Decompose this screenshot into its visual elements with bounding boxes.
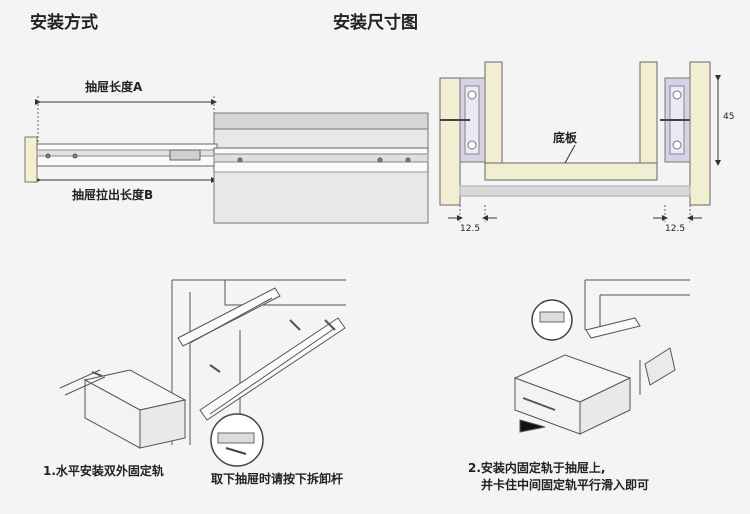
step2-caption-line1: 2.安装内固定轨于抽屉上, (468, 461, 606, 475)
dim-left-label: 12.5 (460, 224, 481, 234)
base-board-label: 底板 (553, 131, 578, 145)
install-method-title: 安装方式 (30, 13, 98, 33)
step2-illustration (513, 279, 690, 435)
dim-right-label: 12.5 (665, 224, 686, 234)
side-view-drawer (24, 96, 429, 224)
step2-caption-line2: 并卡住中间固定轨平行滑入即可 (481, 478, 650, 492)
cross-section-view (439, 61, 721, 222)
drawer-length-label: 抽屉长度A (85, 80, 143, 94)
drawer-pullout-length-label: 抽屉拉出长度B (72, 188, 154, 202)
step1-caption: 1.水平安装双外固定轨 (43, 464, 164, 478)
dim-height-label: 45 (723, 112, 735, 122)
install-dimensions-title: 安装尺寸图 (333, 13, 418, 33)
step1-note: 取下抽屉时请按下拆卸杆 (211, 472, 344, 486)
step1-illustration (59, 279, 346, 467)
